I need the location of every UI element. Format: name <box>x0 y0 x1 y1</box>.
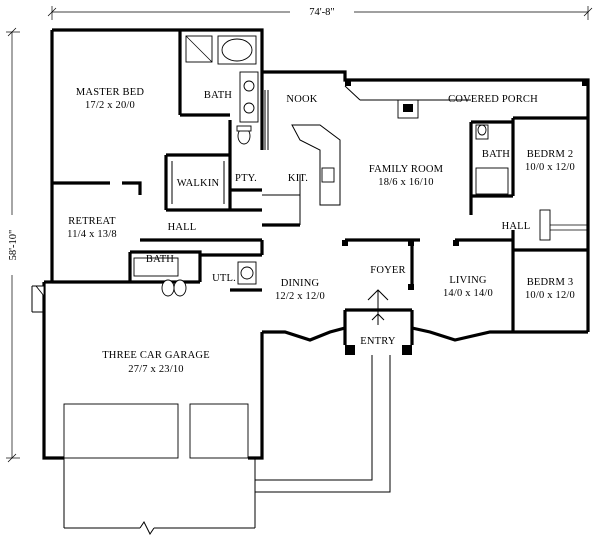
room-name-garage: THREE CAR GARAGE <box>102 350 210 361</box>
fixtures <box>31 35 588 459</box>
room-name-hall-right: HALL <box>502 221 531 232</box>
room-name-covered-porch: COVERED PORCH <box>448 94 538 105</box>
room-size-family-room: 18/6 x 16/10 <box>378 177 434 188</box>
room-name-nook: NOOK <box>286 94 317 105</box>
room-name-bath-2: BATH <box>482 149 510 160</box>
room-labels: MASTER BED 17/2 x 20/0 BATH NOOK COVERED… <box>67 87 575 375</box>
walls <box>42 28 590 460</box>
room-name-master-bath: BATH <box>204 90 232 101</box>
room-name-utility: UTL. <box>212 273 236 284</box>
room-name-foyer: FOYER <box>370 265 405 276</box>
room-size-retreat: 11/4 x 13/8 <box>67 229 117 240</box>
room-size-dining: 12/2 x 12/0 <box>275 291 325 302</box>
depth-dimension: 58'-10" <box>4 27 20 463</box>
room-name-living: LIVING <box>449 275 487 286</box>
room-name-entry: ENTRY <box>360 336 396 347</box>
depth-dimension-label: 58'-10" <box>8 230 19 261</box>
room-size-bedroom-2: 10/0 x 12/0 <box>525 162 575 173</box>
room-size-master-bed: 17/2 x 20/0 <box>85 100 135 111</box>
room-size-garage: 27/7 x 23/10 <box>128 364 184 375</box>
room-size-bedroom-3: 10/0 x 12/0 <box>525 290 575 301</box>
room-name-retreat: RETREAT <box>68 216 116 227</box>
room-name-bedroom-3: BEDRM 3 <box>527 277 574 288</box>
room-name-kitchen: KIT. <box>288 173 308 184</box>
room-name-pantry: PTY. <box>235 173 257 184</box>
room-name-hall-left: HALL <box>168 222 197 233</box>
room-name-master-bed: MASTER BED <box>76 87 144 98</box>
room-size-living: 14/0 x 14/0 <box>443 288 493 299</box>
room-name-bedroom-2: BEDRM 2 <box>527 149 574 160</box>
room-name-walkin: WALKIN <box>177 178 220 189</box>
width-dimension: 74'-8" <box>47 4 593 20</box>
driveway <box>63 458 256 535</box>
room-name-family-room: FAMILY ROOM <box>369 164 444 175</box>
walkway <box>255 355 391 493</box>
width-dimension-label: 74'-8" <box>309 7 334 18</box>
room-name-dining: DINING <box>281 278 320 289</box>
room-name-bath-3: BATH <box>146 254 174 265</box>
